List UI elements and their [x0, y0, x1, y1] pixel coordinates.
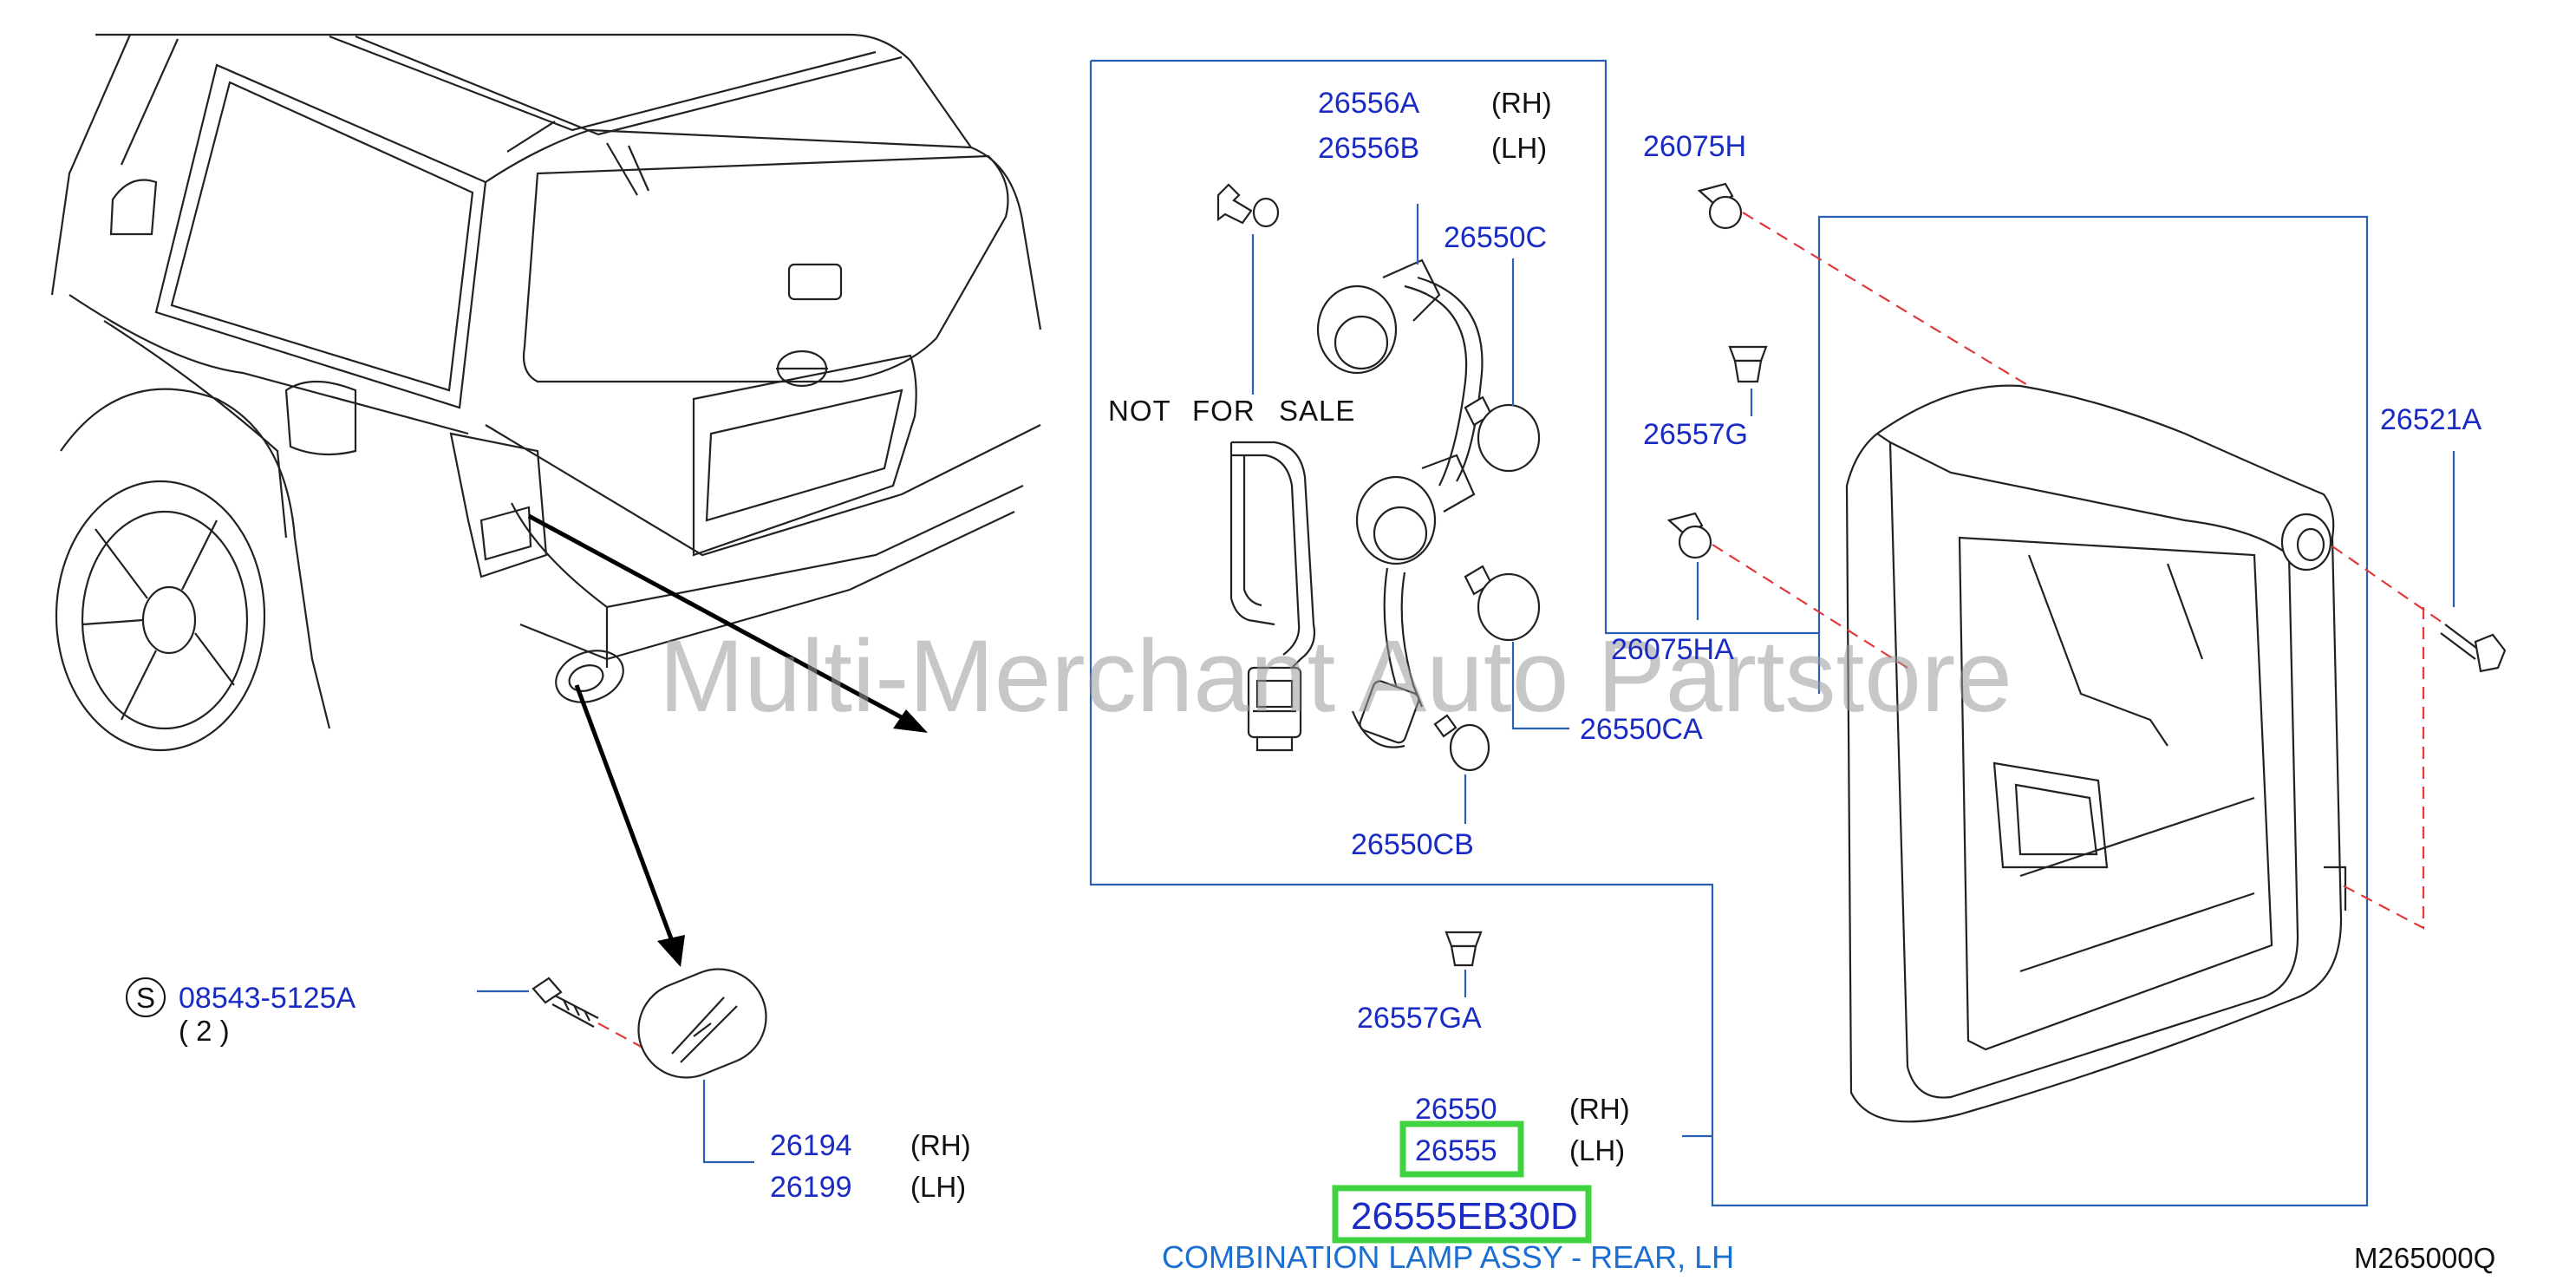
part-number-26555[interactable]: 26555	[1415, 1134, 1497, 1167]
tail-lamp-housing-drawing	[1845, 384, 2347, 1123]
side-rh-26194: (RH)	[910, 1129, 971, 1161]
bulb-socket-small-drawing	[1216, 183, 1280, 395]
clip-26557g-drawing	[1728, 345, 1768, 416]
clip-26557ga-drawing	[1445, 931, 1483, 997]
screw-symbol-circle	[126, 977, 166, 1017]
highlight-box-26555	[1399, 1120, 1524, 1178]
side-rh-26556a: (RH)	[1491, 87, 1552, 119]
vehicle-illustration	[50, 33, 1042, 752]
side-rh-26550: (RH)	[1569, 1093, 1630, 1125]
part-number-26550ca[interactable]: 26550CA	[1580, 713, 1703, 746]
part-number-26557ga[interactable]: 26557GA	[1357, 1002, 1482, 1035]
screw-quantity: ( 2 )	[179, 1015, 230, 1047]
part-number-08543-5125a[interactable]: 08543-5125A	[179, 982, 356, 1015]
part-number-26194[interactable]: 26194	[770, 1129, 852, 1162]
bulb-26550c-drawing	[1464, 258, 1541, 473]
wire-harness-drawing	[1229, 204, 1484, 752]
side-marker-drawing	[637, 968, 767, 1079]
bulb-26550ca-drawing	[1464, 565, 1569, 730]
highlighted-part-number[interactable]: 26555EB30D	[1351, 1195, 1578, 1238]
highlight-box-part-number	[1332, 1185, 1592, 1244]
pointer-arrows	[527, 513, 928, 967]
part-number-26557g[interactable]: 26557G	[1643, 418, 1748, 451]
part-number-26550c[interactable]: 26550C	[1444, 221, 1547, 254]
harness-box-group	[1089, 59, 2507, 1207]
part-number-26550cb[interactable]: 26550CB	[1351, 828, 1474, 861]
part-number-26075h[interactable]: 26075H	[1643, 130, 1746, 163]
part-number-26075ha[interactable]: 26075HA	[1611, 633, 1734, 666]
diagram-code: M265000Q	[2354, 1242, 2495, 1274]
side-lh-26556b: (LH)	[1491, 132, 1547, 164]
clip-26075h-drawing	[1697, 182, 1743, 230]
not-for-sale-not: NOT	[1108, 395, 1171, 427]
bulb-26550cb-drawing	[1433, 714, 1490, 824]
not-for-sale-for: FOR	[1192, 395, 1255, 427]
screw-part-drawing	[532, 977, 599, 1028]
not-for-sale-sale: SALE	[1279, 395, 1355, 427]
clip-26075ha-drawing	[1666, 512, 1712, 620]
side-lh-26199: (LH)	[910, 1171, 966, 1203]
bolt-26521a-drawing	[2440, 451, 2507, 673]
part-number-26556a[interactable]: 26556A	[1318, 87, 1420, 120]
screw-symbol: S	[136, 982, 155, 1014]
labels: 26556A (RH) 26556B (LH) 26550C NOT FOR S…	[126, 87, 2495, 1275]
part-number-26521a[interactable]: 26521A	[2380, 403, 2482, 436]
side-lh-26555: (LH)	[1569, 1134, 1625, 1166]
side-marker-lamp-group	[477, 968, 767, 1164]
part-number-26556b[interactable]: 26556B	[1318, 132, 1419, 165]
part-number-26550[interactable]: 26550	[1415, 1093, 1497, 1126]
part-description: COMBINATION LAMP ASSY - REAR, LH	[1162, 1239, 1734, 1275]
part-number-26199[interactable]: 26199	[770, 1171, 852, 1204]
watermark-text: Multi-Merchant Auto Partstore	[659, 619, 2012, 734]
